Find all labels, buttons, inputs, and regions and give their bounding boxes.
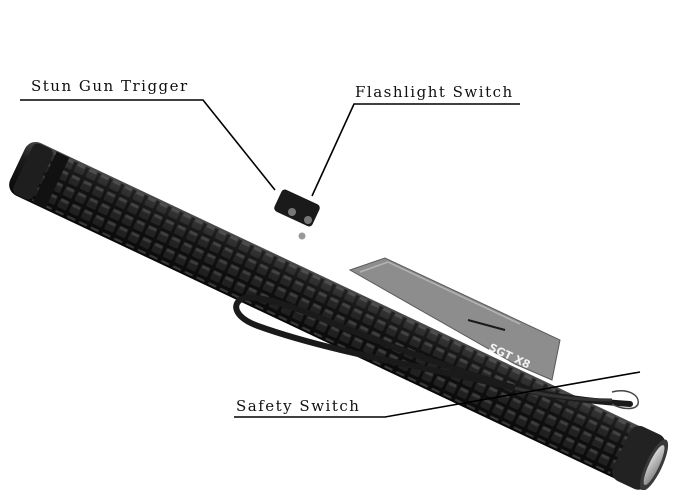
safety-switch-label: Safety Switch — [236, 397, 361, 415]
callout-lines — [20, 99, 641, 418]
baton-body — [9, 141, 669, 490]
safety-leader — [234, 371, 641, 418]
switch-cluster — [274, 189, 320, 240]
stun-gun-trigger-label: Stun Gun Trigger — [31, 77, 189, 95]
side-panel — [348, 257, 561, 381]
flashlight-switch-label: Flashlight Switch — [355, 83, 514, 101]
flashlight-leader — [311, 103, 520, 197]
stun-trigger-leader — [20, 99, 276, 191]
